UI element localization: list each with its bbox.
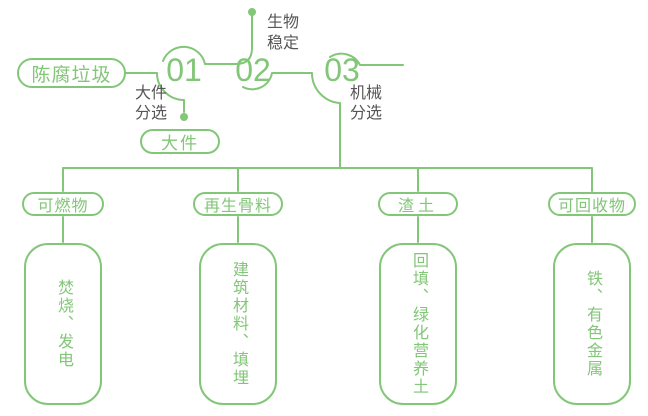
source-pill: 陈腐垃圾	[17, 58, 126, 88]
step-label-line: 分选	[135, 105, 168, 122]
category-label: 可燃物	[37, 198, 89, 215]
step-number-03: 03	[324, 52, 360, 88]
terminal-dot-bio	[248, 8, 256, 16]
step-label-line: 机械	[350, 85, 383, 102]
result-box-recyclables: 铁、有色金属	[553, 243, 631, 405]
category-label: 可回收物	[557, 198, 626, 215]
step-label-bulky-sorting: 大件 分选	[135, 84, 167, 124]
step-label-line: 大件	[135, 85, 168, 102]
line-01-to-02	[162, 15, 253, 65]
line-03-tail	[329, 52, 404, 66]
result-text: 焚烧、发电	[55, 279, 72, 369]
source-pill-label: 陈腐垃圾	[31, 64, 112, 86]
result-box-recycled-aggregate: 建筑材料、填埋	[199, 243, 277, 405]
line-02-to-03	[242, 72, 341, 169]
category-pill-combustibles: 可燃物	[22, 192, 104, 216]
category-label: 渣土	[397, 198, 438, 215]
terminal-dot-bulky	[180, 113, 188, 121]
step-label-line: 生物	[267, 14, 300, 31]
category-pill-slag-soil: 渣土	[378, 192, 458, 216]
category-pill-recyclables: 可回收物	[548, 192, 636, 216]
result-box-combustibles: 焚烧、发电	[24, 243, 102, 405]
bulky-items-label: 大件	[161, 134, 199, 153]
result-text: 建筑材料、填埋	[230, 261, 247, 387]
step-label-line: 分选	[350, 105, 383, 122]
step-label-mechanical-sorting: 机械 分选	[350, 84, 382, 124]
category-label: 再生骨料	[203, 198, 272, 215]
branch-bus	[62, 167, 593, 192]
step-label-bio-stabilization: 生物 稳定	[267, 12, 299, 54]
bulky-items-pill: 大件	[140, 129, 220, 154]
step-label-line: 稳定	[267, 35, 300, 52]
category-pill-recycled-aggregate: 再生骨料	[193, 192, 283, 216]
line-source-to-01	[125, 72, 185, 113]
step-number-01: 01	[166, 52, 202, 88]
step-number-02: 02	[235, 52, 271, 88]
result-box-slag-soil: 回填、绿化营养土	[379, 243, 457, 405]
result-text: 铁、有色金属	[584, 270, 601, 378]
result-text: 回填、绿化营养土	[410, 252, 427, 396]
